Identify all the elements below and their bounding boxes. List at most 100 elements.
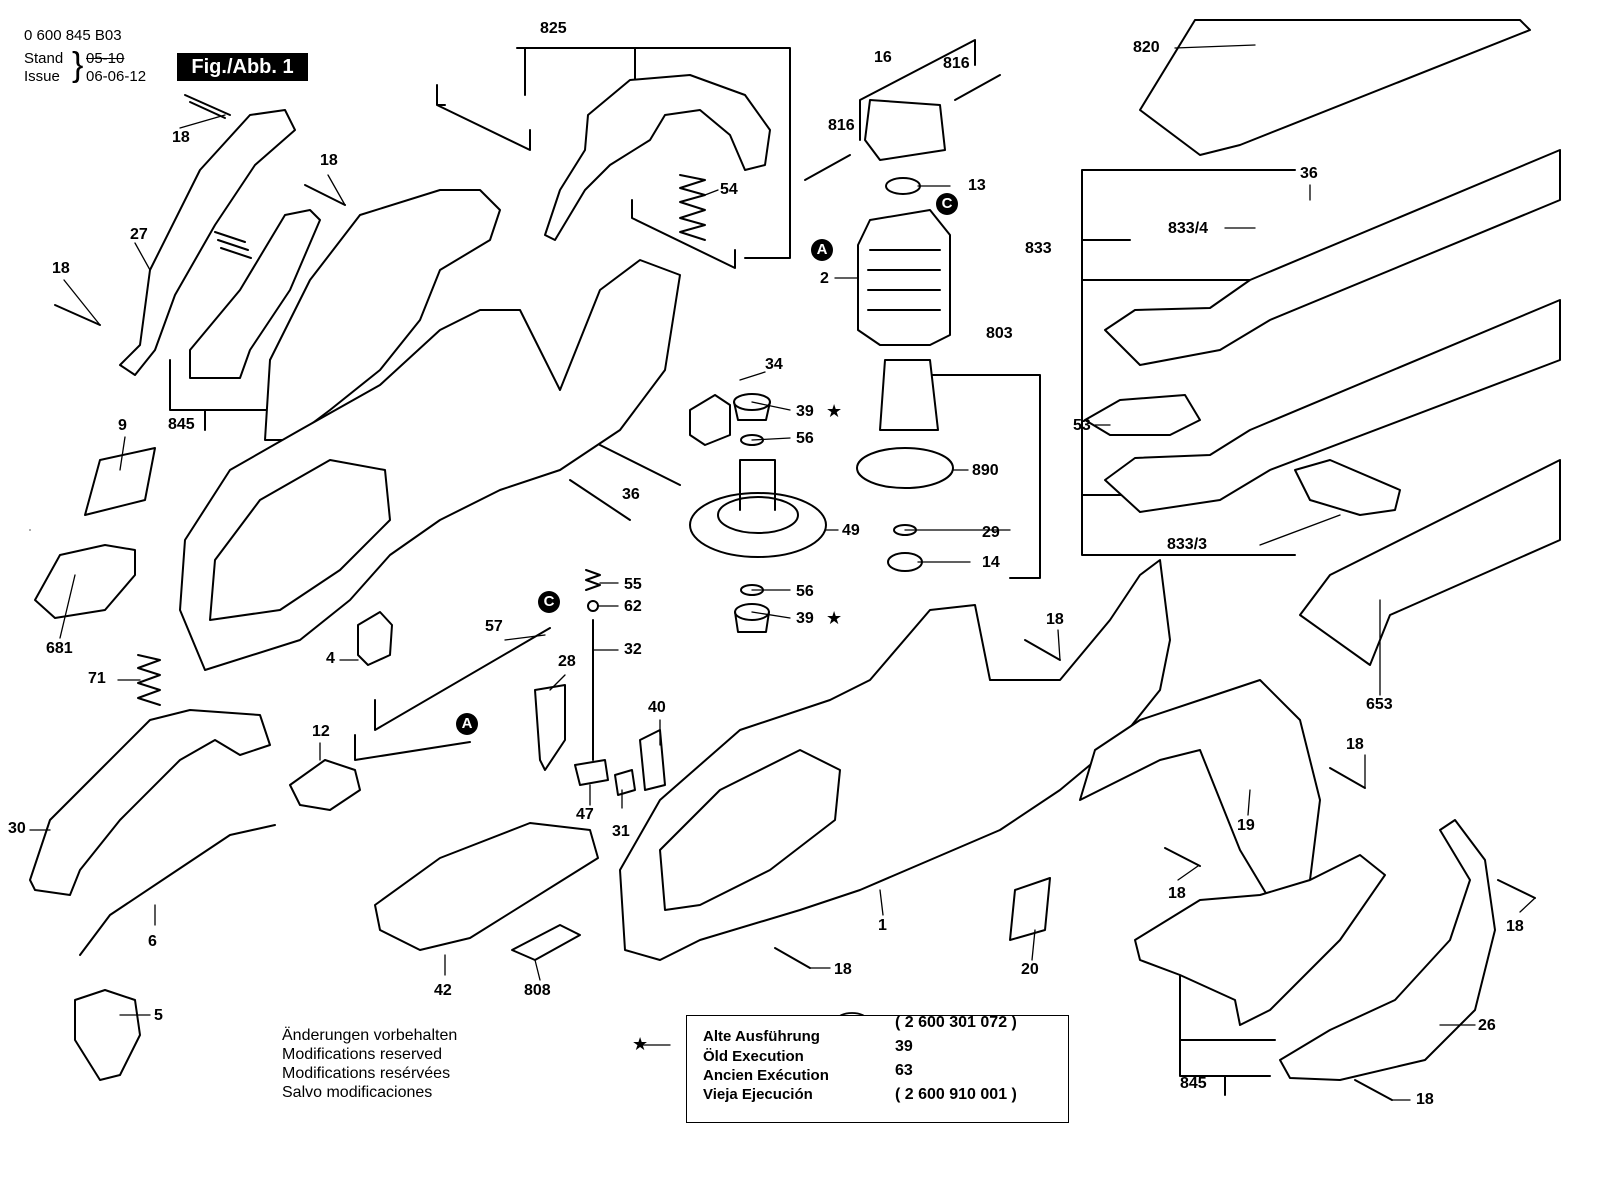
label-653: 653 bbox=[1366, 696, 1393, 713]
label-55: 55 bbox=[624, 576, 642, 593]
label-42: 42 bbox=[434, 982, 452, 999]
label-4: 4 bbox=[326, 650, 335, 667]
label-56-b: 56 bbox=[796, 583, 814, 600]
part-890-fan bbox=[856, 447, 954, 489]
label-833: 833 bbox=[1025, 240, 1052, 257]
note-line-3: Modifications resérvées bbox=[282, 1065, 451, 1082]
part-9-label bbox=[84, 447, 156, 516]
label-803: 803 bbox=[986, 325, 1013, 342]
label-18-e: 18 bbox=[1346, 736, 1364, 753]
part-845-grip bbox=[189, 209, 321, 379]
part-54-spring bbox=[679, 174, 706, 241]
stand-value: 05-10 bbox=[86, 50, 125, 67]
old-execution-legend: Alte Ausführung Öld Execution Ancien Exé… bbox=[686, 1014, 1069, 1123]
label-18-c: 18 bbox=[52, 260, 70, 277]
label-71: 71 bbox=[88, 670, 106, 687]
callout-a-top: A bbox=[811, 239, 833, 261]
label-36-a: 36 bbox=[1300, 165, 1318, 182]
part-820-cover bbox=[1139, 19, 1531, 156]
label-14: 14 bbox=[982, 554, 1000, 571]
label-890: 890 bbox=[972, 462, 999, 479]
figure-title: Fig./Abb. 1 bbox=[177, 53, 308, 81]
part-825-rod-b bbox=[631, 199, 736, 269]
label-20: 20 bbox=[1021, 961, 1039, 978]
part-2-stator bbox=[857, 209, 951, 346]
part-a-wire bbox=[354, 734, 471, 761]
label-56-a: 56 bbox=[796, 430, 814, 447]
part-808-label bbox=[511, 924, 581, 961]
issue-value: 06-06-12 bbox=[86, 68, 147, 85]
part-26-guard bbox=[1279, 819, 1496, 1081]
part-12-clamp bbox=[289, 759, 361, 811]
label-5: 5 bbox=[154, 1007, 163, 1024]
label-12: 12 bbox=[312, 723, 330, 740]
label-825: 825 bbox=[540, 20, 567, 37]
part-1-window bbox=[659, 749, 841, 911]
label-808: 808 bbox=[524, 982, 551, 999]
legend-row-1: Alte Ausführung bbox=[703, 1028, 820, 1045]
part-13-bearing bbox=[885, 177, 921, 195]
part-816-brush-a bbox=[804, 154, 851, 181]
part-49-gear bbox=[689, 492, 827, 558]
part-6-cable bbox=[79, 824, 276, 956]
part-34-switch bbox=[689, 394, 731, 446]
part-833-3-guide bbox=[1294, 459, 1401, 516]
part-20-label bbox=[1009, 877, 1051, 941]
part-27-handle bbox=[119, 109, 296, 376]
part-40-switch bbox=[639, 729, 666, 791]
bracket-833 bbox=[1081, 169, 1296, 556]
label-19: 19 bbox=[1237, 817, 1255, 834]
part-housing-shell bbox=[179, 259, 681, 671]
star-icon-a: ★ bbox=[826, 401, 843, 421]
label-18-i: 18 bbox=[1416, 1091, 1434, 1108]
part-53-plate bbox=[1084, 394, 1201, 436]
part-36-rod bbox=[569, 444, 681, 521]
part-housing-upper bbox=[264, 189, 501, 441]
star-icon-b: ★ bbox=[826, 608, 843, 628]
label-16: 16 bbox=[874, 49, 892, 66]
label-32: 32 bbox=[624, 641, 642, 658]
label-40: 40 bbox=[648, 699, 666, 716]
callout-c-wire: C bbox=[538, 591, 560, 613]
label-30: 30 bbox=[8, 820, 26, 837]
label-18-d: 18 bbox=[1046, 611, 1064, 628]
part-845-cover bbox=[1079, 679, 1321, 901]
part-833-blade-lower bbox=[1104, 299, 1561, 513]
part-30-handle bbox=[29, 709, 271, 896]
label-26: 26 bbox=[1478, 1017, 1496, 1034]
part-55-spring bbox=[585, 569, 601, 591]
part-825-rod-a bbox=[436, 84, 531, 151]
label-53: 53 bbox=[1073, 417, 1091, 434]
label-820: 820 bbox=[1133, 39, 1160, 56]
label-816-b: 816 bbox=[943, 55, 970, 72]
legend-code-bottom: ( 2 600 910 001 ) bbox=[895, 1086, 1017, 1103]
note-line-4: Salvo modificaciones bbox=[282, 1084, 433, 1101]
part-14-bearing bbox=[887, 552, 923, 572]
label-18-h: 18 bbox=[834, 961, 852, 978]
label-39-a: 39 bbox=[796, 403, 814, 420]
label-28: 28 bbox=[558, 653, 576, 670]
part-57-wire bbox=[374, 627, 551, 731]
part-28-bracket bbox=[534, 684, 566, 771]
label-18-g: 18 bbox=[1506, 918, 1524, 935]
legend-row-2: Öld Execution bbox=[703, 1048, 804, 1065]
label-13: 13 bbox=[968, 177, 986, 194]
bracket-845-left bbox=[169, 359, 271, 431]
label-29: 29 bbox=[982, 524, 1000, 541]
label-816-a: 816 bbox=[828, 117, 855, 134]
part-5-plug bbox=[74, 989, 141, 1081]
part-845-grip-right bbox=[1134, 854, 1386, 1026]
label-54: 54 bbox=[720, 181, 738, 198]
legend-part-63: 63 bbox=[895, 1062, 913, 1079]
label-39-b: 39 bbox=[796, 610, 814, 627]
label-6: 6 bbox=[148, 933, 157, 950]
part-825-handle bbox=[544, 74, 771, 241]
part-42-base bbox=[374, 822, 599, 951]
part-653-sheath bbox=[1299, 459, 1561, 666]
part-27-spring bbox=[214, 231, 252, 259]
label-57: 57 bbox=[485, 618, 503, 635]
part-49-shaft bbox=[739, 459, 776, 511]
label-47: 47 bbox=[576, 806, 594, 823]
label-34: 34 bbox=[765, 356, 783, 373]
part-681-clip bbox=[34, 544, 136, 619]
